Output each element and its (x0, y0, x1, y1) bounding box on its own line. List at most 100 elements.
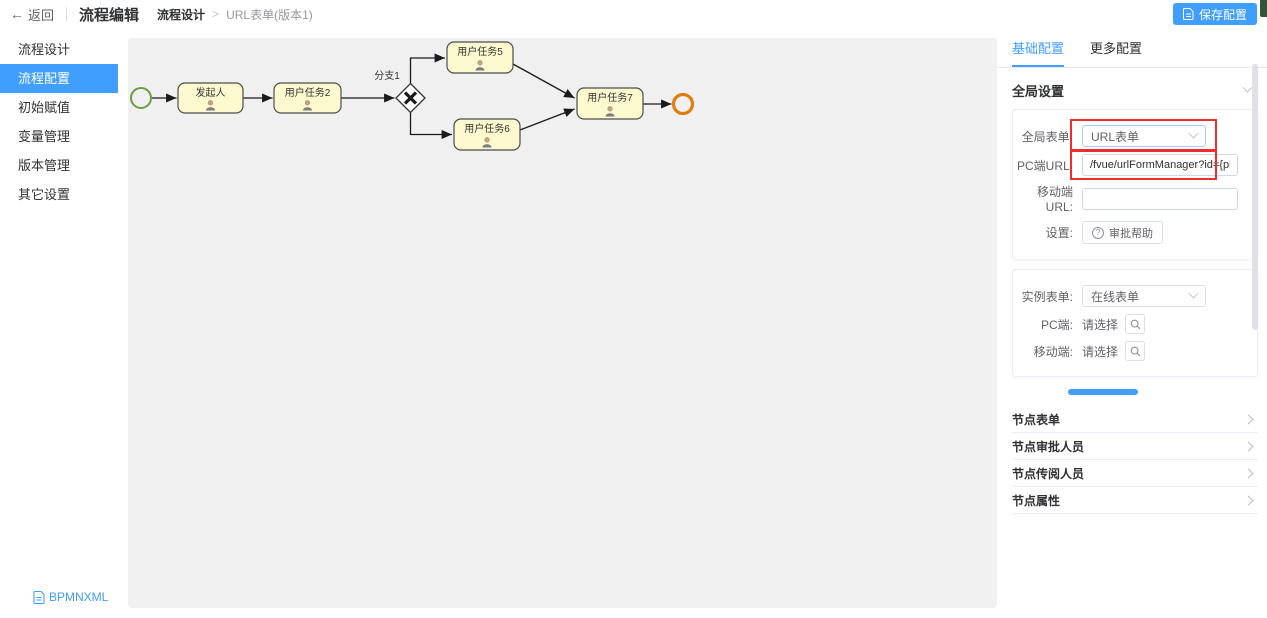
chevron-down-icon (1188, 128, 1199, 139)
global-form-value: URL表单 (1091, 129, 1140, 144)
back-button[interactable]: ← 返回 (10, 5, 54, 24)
section-node-approvers[interactable]: 节点审批人员 (1012, 433, 1258, 460)
user-icon (605, 106, 615, 117)
scroll-indicator[interactable] (1068, 389, 1138, 395)
bpmn-diagram: 发起人 用户任务2 分支1 用户任务5 (130, 41, 695, 151)
sequence-flow-edge (409, 53, 445, 84)
panel-scrollbar[interactable] (1252, 64, 1258, 330)
global-form-select[interactable]: URL表单 (1082, 125, 1206, 147)
pc-url-row: PC端URL: (1013, 149, 1257, 180)
bpmn-canvas[interactable]: 发起人 用户任务2 分支1 用户任务5 (128, 38, 997, 608)
breadcrumb-separator-icon: > (212, 7, 220, 21)
tab-more-config[interactable]: 更多配置 (1090, 41, 1143, 56)
back-arrow-icon: ← (10, 6, 24, 22)
breadcrumb: 流程设计 > URL表单(版本1) (157, 6, 313, 23)
instance-pc-search-button[interactable] (1125, 314, 1146, 334)
back-label: 返回 (28, 7, 55, 23)
section-node-properties[interactable]: 节点属性 (1012, 487, 1258, 514)
task-label: 用户任务5 (457, 45, 503, 58)
sidebar-item-version-management[interactable]: 版本管理 (18, 158, 71, 173)
approval-help-label: 审批帮助 (1109, 227, 1153, 240)
task-label: 用户任务2 (285, 86, 331, 99)
task-node-initiator[interactable]: 发起人 (177, 82, 244, 114)
user-icon (206, 100, 215, 111)
corner-artifact (1260, 0, 1267, 17)
task-node-user-task-2[interactable]: 用户任务2 (273, 82, 342, 114)
sidebar-item-initial-assignment[interactable]: 初始赋值 (18, 100, 71, 115)
divider (66, 7, 68, 21)
topbar: ← 返回 流程编辑 流程设计 > URL表单(版本1) 保存配置 (0, 0, 1267, 28)
chevron-right-icon (1243, 441, 1254, 451)
save-config-button[interactable]: 保存配置 (1172, 3, 1257, 25)
task-label: 用户任务7 (587, 91, 633, 104)
sidebar-item-other-settings[interactable]: 其它设置 (18, 187, 71, 202)
pc-url-input[interactable] (1082, 154, 1238, 176)
chevron-right-icon (1243, 414, 1254, 424)
pc-url-label: PC端URL: (1016, 158, 1073, 173)
task-label: 用户任务6 (464, 122, 510, 135)
gateway-node-branch-1[interactable]: 分支1 (374, 70, 426, 114)
instance-pc-label: PC端: (1040, 317, 1073, 332)
config-tabs: 基础配置 更多配置 (997, 28, 1267, 68)
instance-form-label: 实例表单: (1021, 289, 1073, 304)
magnifier-icon (1130, 319, 1140, 329)
config-panel: 基础配置 更多配置 全局设置 全局表单: URL表单 PC端URL: 移动端UR… (997, 28, 1267, 618)
task-node-user-task-6[interactable]: 用户任务6 (453, 118, 521, 151)
section-node-cc-users[interactable]: 节点传阅人员 (1012, 460, 1258, 487)
chevron-right-icon (1243, 468, 1254, 478)
sidebar-item-variable-management[interactable]: 变量管理 (18, 129, 71, 144)
sequence-flow-edges (152, 53, 672, 140)
start-event-node[interactable] (130, 87, 152, 109)
mobile-url-row: 移动端URL: (1013, 183, 1257, 214)
sequence-flow-edge (519, 108, 575, 131)
magnifier-icon (1130, 346, 1140, 356)
instance-mobile-label: 移动端: (1033, 344, 1073, 359)
chevron-right-icon (1243, 495, 1254, 505)
instance-pc-row: PC端: 请选择 (1013, 314, 1257, 334)
instance-mobile-row: 移动端: 请选择 (1013, 341, 1257, 361)
instance-form-value: 在线表单 (1091, 289, 1140, 304)
save-config-label: 保存配置 (1198, 7, 1247, 22)
user-icon (303, 100, 312, 111)
gateway-label: 分支1 (374, 70, 400, 82)
instance-form-select[interactable]: 在线表单 (1082, 285, 1206, 307)
breadcrumb-current: URL表单(版本1) (226, 7, 313, 22)
chevron-down-icon (1188, 288, 1199, 299)
section-node-form[interactable]: 节点表单 (1012, 406, 1258, 433)
section-label: 节点属性 (1012, 493, 1061, 508)
sidebar: 流程设计 流程配置 初始赋值 变量管理 版本管理 其它设置 BPMNXML (0, 28, 118, 618)
collapsed-sections: 节点表单 节点审批人员 节点传阅人员 节点属性 (1012, 406, 1258, 514)
instance-pc-placeholder: 请选择 (1082, 317, 1119, 332)
task-node-user-task-5[interactable]: 用户任务5 (446, 41, 514, 74)
sequence-flow-edge (409, 112, 452, 140)
chevron-down-icon (1242, 82, 1253, 93)
global-settings-header[interactable]: 全局设置 (1012, 81, 1253, 100)
mobile-url-input[interactable] (1082, 187, 1238, 210)
user-icon (482, 137, 492, 148)
tab-basic-config[interactable]: 基础配置 (1012, 38, 1065, 67)
approval-help-button[interactable]: ? 审批帮助 (1082, 221, 1163, 244)
mobile-url-label: 移动端URL: (1036, 185, 1073, 214)
sidebar-item-process-design[interactable]: 流程设计 (18, 42, 71, 57)
settings-row: 设置: ? 审批帮助 (1013, 221, 1257, 244)
sequence-flow-edge (512, 63, 575, 99)
bpmnxml-label: BPMNXML (49, 590, 109, 604)
section-label: 节点传阅人员 (1012, 466, 1085, 481)
sidebar-item-process-config[interactable]: 流程配置 (0, 64, 118, 93)
instance-mobile-search-button[interactable] (1125, 341, 1146, 361)
question-circle-icon: ? (1092, 226, 1104, 239)
section-label: 节点表单 (1012, 412, 1061, 427)
task-node-user-task-7[interactable]: 用户任务7 (576, 87, 644, 120)
bpmnxml-link[interactable]: BPMNXML (33, 590, 108, 604)
instance-form-card: 实例表单: 在线表单 PC端: 请选择 移动端: 请选择 (1012, 269, 1258, 377)
settings-label: 设置: (1045, 226, 1073, 240)
instance-mobile-placeholder: 请选择 (1082, 344, 1119, 359)
global-form-row: 全局表单: URL表单 (1013, 119, 1257, 152)
section-label: 节点审批人员 (1012, 439, 1085, 454)
page-title: 流程编辑 (79, 6, 140, 24)
global-settings-card: 全局表单: URL表单 PC端URL: 移动端URL: 设置: ? 审批帮助 (1012, 109, 1258, 260)
user-icon (475, 60, 485, 71)
breadcrumb-section[interactable]: 流程设计 (157, 7, 206, 22)
document-icon (1182, 8, 1194, 20)
end-event-node[interactable] (671, 92, 695, 116)
